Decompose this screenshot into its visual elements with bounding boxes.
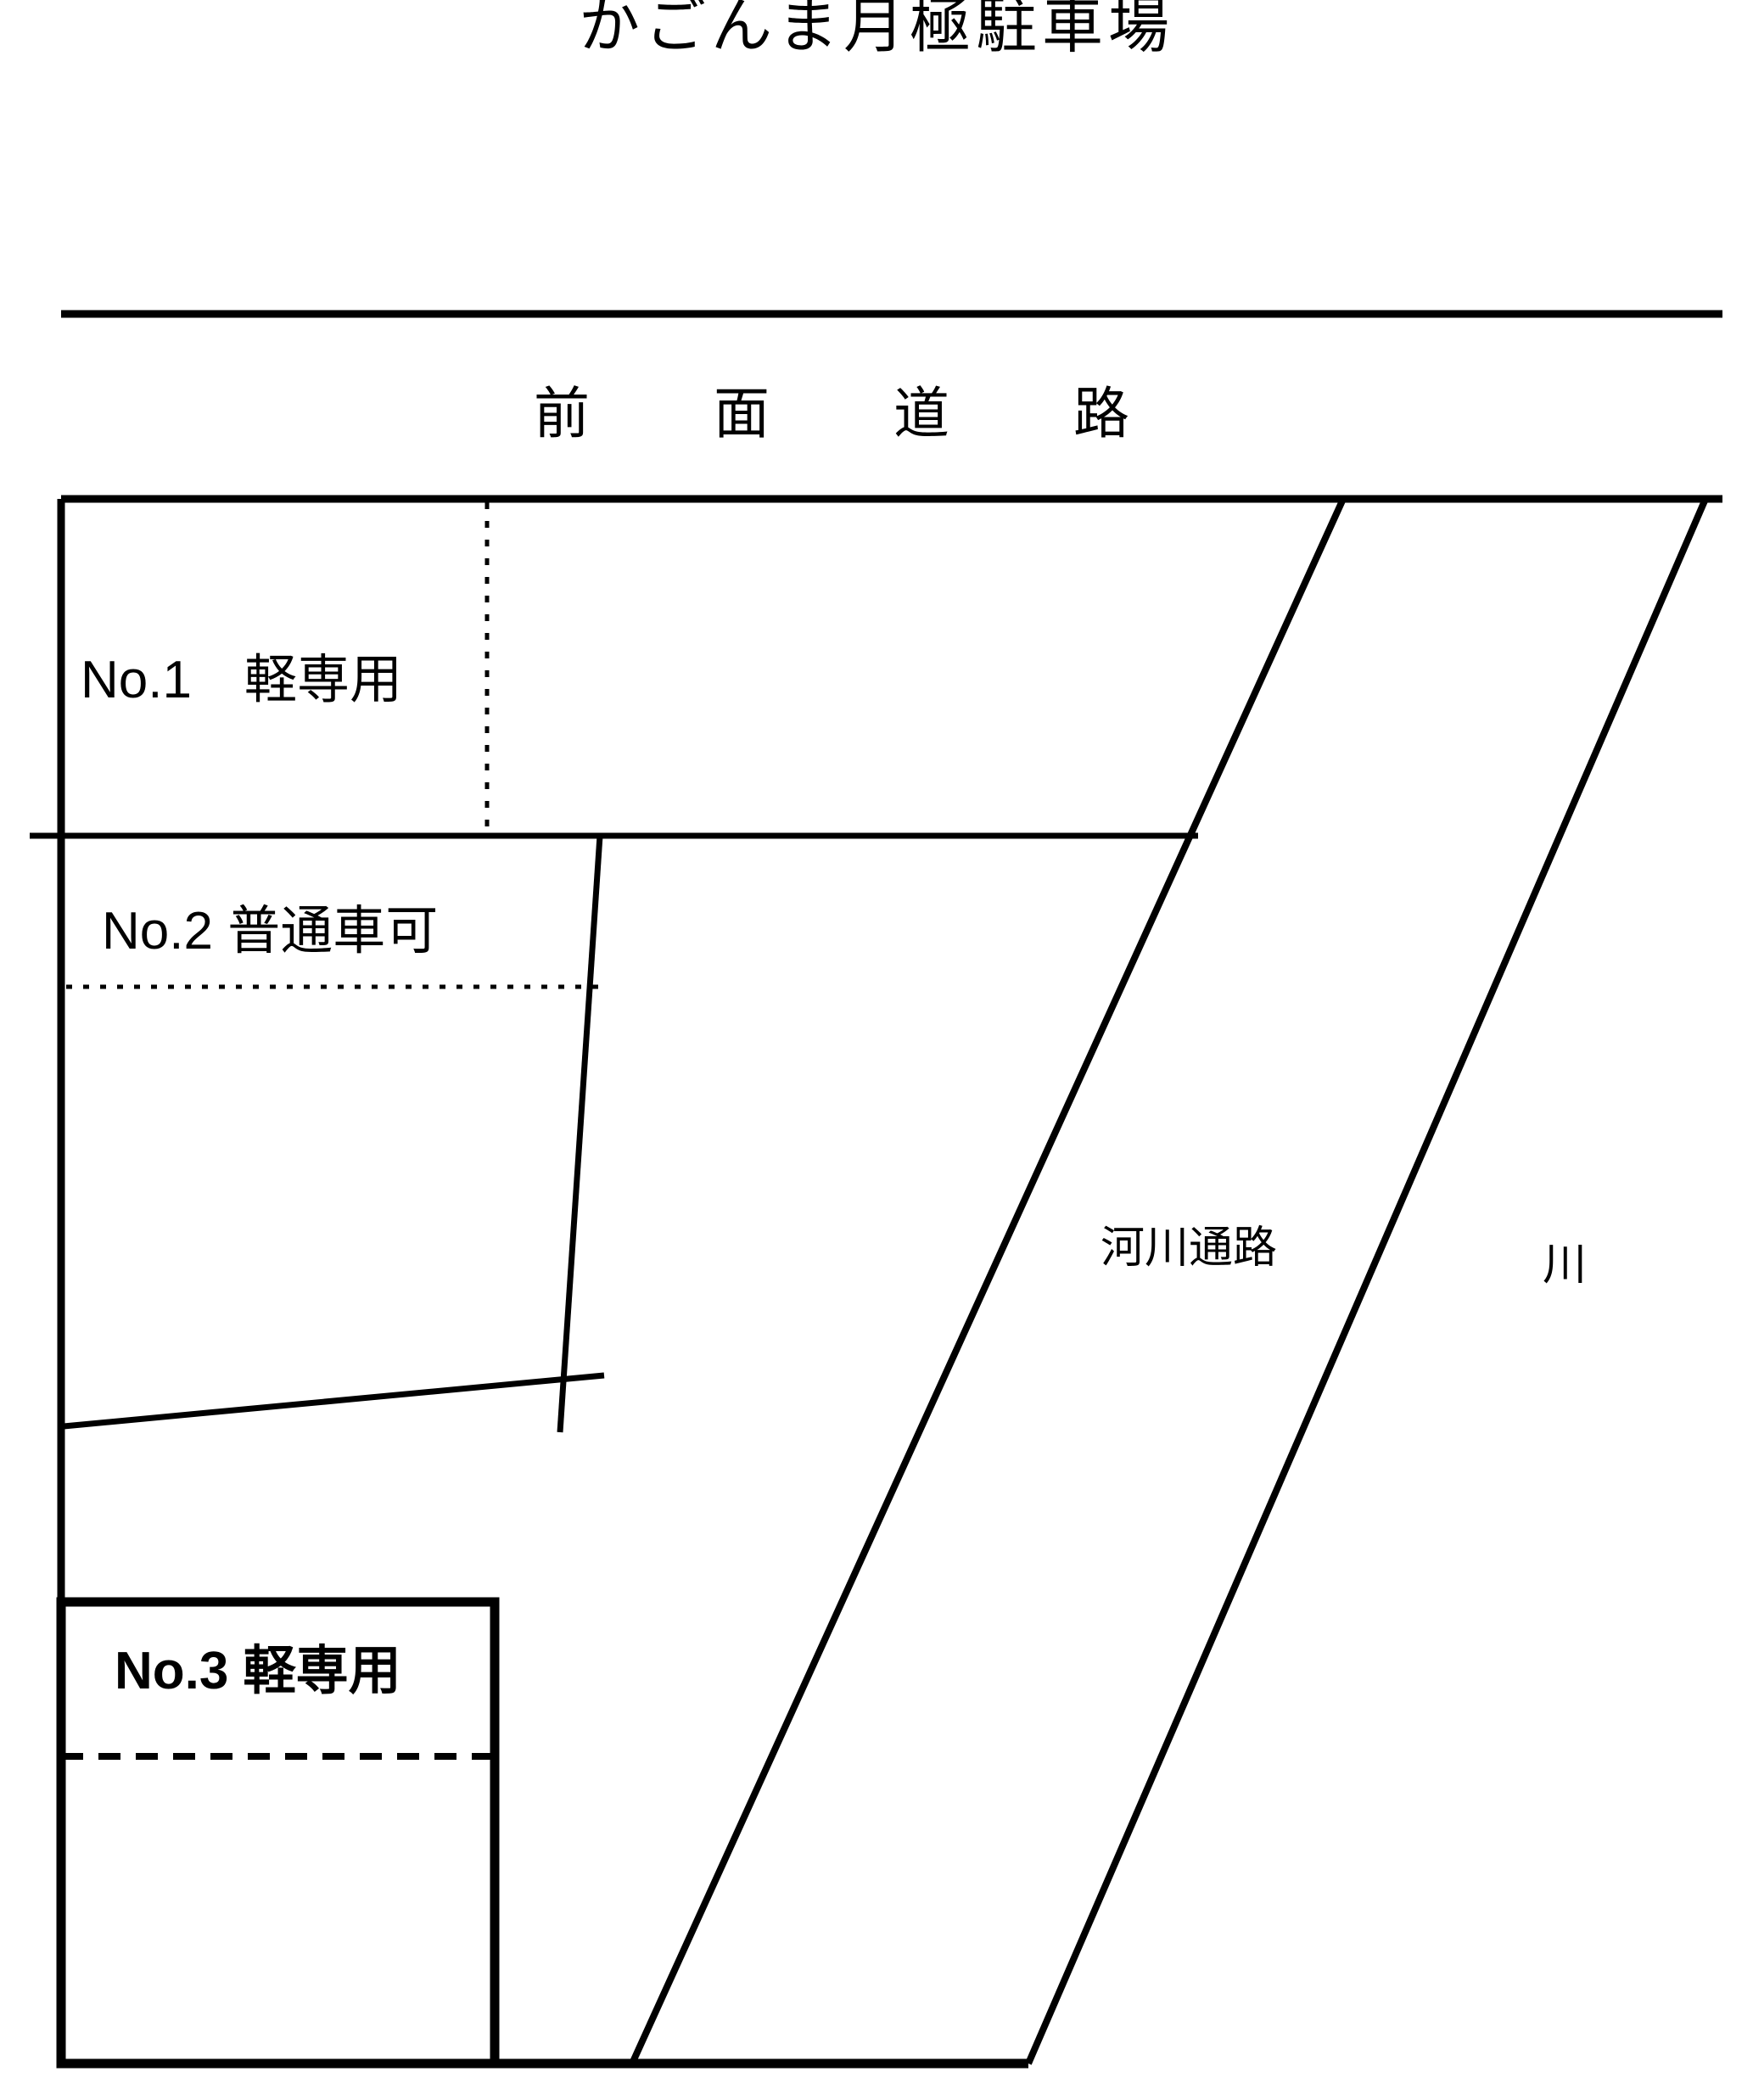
river-label: 川 [1543,1240,1587,1290]
lot-2-bottom-slanted-boundary-line [63,1372,605,1430]
page-title: かごんま月極駐車場 [579,0,1174,60]
lot-2-right-boundary-line [557,835,603,1433]
lot-3-boundary-box [56,1597,500,2069]
river-left-bank-line [629,497,1347,2065]
front-road-label: 前 面 道 路 [534,384,1163,445]
lot-3-label: No.3 軽専用 [115,1642,401,1700]
river-right-bank-line [1025,497,1709,2065]
river-path-label: 河川通路 [1101,1224,1277,1273]
lot-1-label: No.1 軽専用 [81,651,402,709]
lot-2-label: No.2 普通車可 [102,902,438,960]
